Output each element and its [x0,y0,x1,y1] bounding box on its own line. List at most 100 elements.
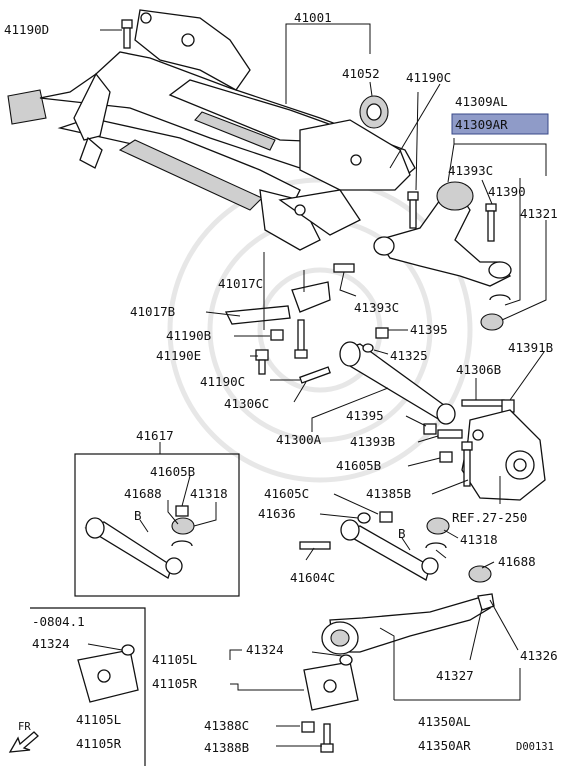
bolt-41324-detail [121,644,135,656]
detail-box-cover [30,607,146,766]
label-ref-27-250: REF.27-250 [452,510,527,525]
label-41324: 41324 [246,642,284,657]
cover-plate-detail [77,649,139,703]
knuckle-ref-27-250 [461,409,546,501]
label-41688: 41688 [498,554,536,569]
bushing-41318 [426,517,450,535]
label-41617: 41617 [136,428,174,443]
cover-plate-41105 [303,661,359,711]
label-41350AR: 41350AR [418,738,471,753]
leader-lines [87,23,547,747]
part-labels: 41190D 41001 41052 41190C 41309AL 41309A… [4,10,558,755]
bolt-vertical [294,319,308,359]
lower-arm-41300A [339,341,456,425]
label-41393C-mid: 41393C [354,300,399,315]
bracket-41017B [224,305,291,325]
bolt-41393C-top [485,203,497,242]
bushing-41688 [468,565,492,583]
label-41390: 41390 [488,184,526,199]
label-41395-low: 41395 [346,408,384,423]
diagram-code: D00131 [516,741,554,753]
label-41105L: 41105L [152,652,197,667]
toe-link-main [340,519,439,581]
clip-41318-detail [171,540,193,547]
nut-41190B [270,329,284,341]
bushing-41321 [480,313,504,331]
label-41385B: 41385B [366,486,411,501]
label-41388B: 41388B [204,740,249,755]
bolt-41190C [407,191,419,229]
subframe-crossmember [7,9,416,251]
label-41350AL: 41350AL [418,714,471,729]
bolt-41306C [299,366,331,384]
label-41395-top: 41395 [410,322,448,337]
label-41105L-box: 41105L [76,712,121,727]
label-41391B: 41391B [508,340,553,355]
label-41636: 41636 [258,506,296,521]
label-41318: 41318 [460,532,498,547]
label-fr: FR [18,721,31,733]
label-41605C: 41605C [264,486,309,501]
bolt-41324 [339,654,353,666]
label-41001: 41001 [294,10,332,25]
highlight-41309AR [451,113,549,135]
label-41052: 41052 [342,66,380,81]
label-41190C-low: 41190C [200,374,245,389]
fr-arrow-icon [8,731,39,753]
washer-41636 [357,512,371,524]
clip-41390 [489,294,511,301]
label-41309AR: 41309AR [455,117,508,132]
label-41309AL: 41309AL [455,94,508,109]
label-41326: 41326 [520,648,558,663]
label-41327: 41327 [436,668,474,683]
label-0804-1: -0804.1 [32,614,85,629]
clip-41318-ring [425,542,447,549]
label-41105R-box: 41105R [76,736,122,751]
nut-41605C [379,511,393,523]
bolt-41393B [437,429,463,439]
nut-41605B-detail [175,505,189,517]
washer-41325 [362,343,374,353]
label-41324-box: 41324 [32,636,70,651]
label-41306B: 41306B [456,362,501,377]
bolt-41190E [255,349,269,375]
upper-arm-41309 [373,181,512,287]
detail-box-41617 [74,453,240,597]
bolt-41306B [461,399,505,407]
nut-41605B [439,451,453,463]
label-B-box: B [134,508,142,523]
bolt-41388B [320,723,334,753]
bolt-41385B [461,441,473,487]
label-41605B-box: 41605B [150,464,195,479]
toe-link-detail [84,517,183,579]
label-41393C-top: 41393C [448,163,493,178]
label-41105R: 41105R [152,676,198,691]
label-41605B: 41605B [336,458,381,473]
label-41017B: 41017B [130,304,175,319]
bushing-41052 [359,95,389,129]
label-41325: 41325 [390,348,428,363]
label-41300A: 41300A [276,432,322,447]
label-41306C: 41306C [224,396,269,411]
label-41190C: 41190C [406,70,451,85]
lower-control-arm-41350A [321,597,492,655]
label-41393B: 41393B [350,434,395,449]
bolt-41604C [299,541,331,550]
ball-joint-41326 [477,593,495,611]
label-41388C: 41388C [204,718,249,733]
label-41318-box: 41318 [190,486,228,501]
bolt-41388C [301,721,315,733]
bolt-41190D [121,19,133,49]
nut-41395-top [375,327,389,339]
bolt-41393C-mid [333,263,355,273]
bracket-41017C [291,281,331,313]
label-41688-box: 41688 [124,486,162,501]
label-B-main: B [398,526,406,541]
nut-41395-low [423,423,437,435]
label-41190B: 41190B [166,328,211,343]
label-41190E: 41190E [156,348,201,363]
label-41017C: 41017C [218,276,263,291]
label-41604C: 41604C [290,570,335,585]
label-41321: 41321 [520,206,558,221]
